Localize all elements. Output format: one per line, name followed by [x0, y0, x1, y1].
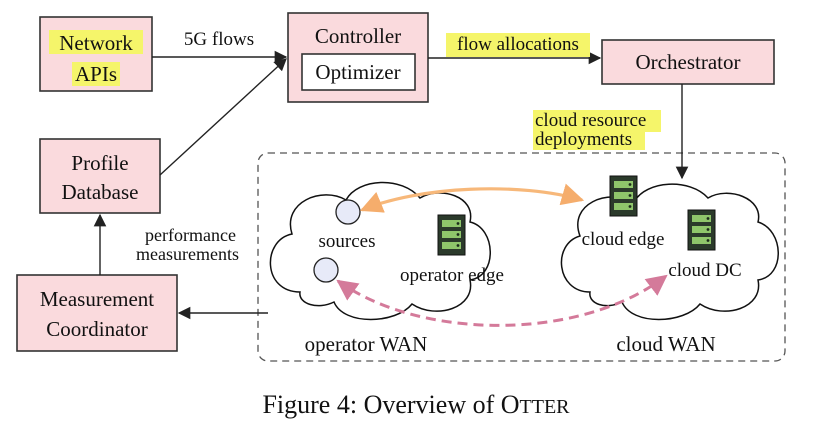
cloud-dc-server-icon [687, 209, 716, 251]
controller-box: Controller Optimizer [287, 12, 429, 103]
edge-label-measurements: measurements [136, 244, 239, 264]
network-apis-label-2: APIs [75, 62, 117, 86]
controller-label: Controller [315, 24, 401, 48]
sources-label: sources [319, 231, 376, 252]
profile-database-label-2: Database [62, 180, 139, 204]
cloud-edge-label: cloud edge [582, 229, 665, 250]
cloud-edge-server-icon [609, 175, 638, 217]
edge-label-cloud-resource: cloud resource [535, 110, 646, 131]
cloud-wan-cloud [560, 183, 779, 321]
orchestrator-box: Orchestrator [601, 39, 775, 85]
source-node-1 [335, 199, 361, 225]
operator-edge-server-icon [437, 214, 466, 256]
figure-caption: Figure 4: Overview of OTTER [262, 390, 570, 419]
edge-label-performance: performance [145, 225, 236, 245]
caption-prefix: Figure 4: Overview of O [262, 390, 519, 419]
edge-label-5g-flows: 5G flows [184, 29, 254, 50]
wan-region-frame [257, 152, 786, 362]
edge-label-flow-allocations: flow allocations [457, 34, 579, 55]
network-apis-label-1: Network [59, 31, 133, 55]
cloud-dc-label: cloud DC [668, 260, 741, 281]
source-node-2 [313, 257, 339, 283]
arrow-db-to-controller [159, 58, 287, 176]
orchestrator-label: Orchestrator [636, 50, 741, 74]
measurement-coordinator-label-2: Coordinator [46, 317, 147, 341]
measurement-coordinator-label-1: Measurement [40, 287, 154, 311]
flow-arc-sources-cloud-edge [359, 183, 585, 213]
profile-database-box: Profile Database [39, 138, 161, 214]
operator-wan-label: operator WAN [305, 332, 428, 356]
optimizer-label: Optimizer [315, 60, 400, 84]
caption-smallcaps: TTER [520, 396, 571, 418]
network-apis-box: Network APIs [39, 16, 153, 92]
optimizer-box [301, 53, 416, 91]
operator-edge-label: operator edge [400, 265, 504, 286]
cloud-wan-label: cloud WAN [616, 332, 715, 356]
profile-database-label-1: Profile [71, 151, 128, 175]
measurement-coordinator-box: Measurement Coordinator [16, 274, 178, 352]
edge-label-deployments: deployments [535, 129, 632, 150]
